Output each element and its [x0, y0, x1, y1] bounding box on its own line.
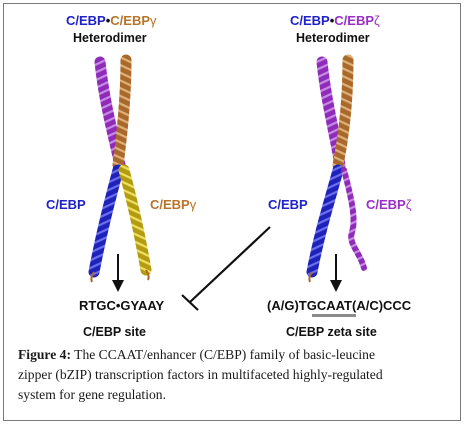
right-title-dot: • — [329, 13, 335, 28]
figure-label: Figure 4: — [18, 347, 71, 362]
right-subtitle: Heterodimer — [296, 31, 370, 45]
right-binding-arrow — [330, 254, 342, 292]
right-site-label: C/EBP zeta site — [286, 325, 377, 339]
left-title-protein-b: C/EBP — [110, 13, 151, 28]
left-title: C/EBP•C/EBPγ — [66, 13, 157, 28]
left-binding-arrow — [112, 254, 124, 292]
inhibition-line — [181, 226, 271, 311]
right-label-zeta: ζ — [405, 197, 412, 212]
figure-frame — [3, 3, 461, 421]
caption-line-2: zipper (bZIP) transcription factors in m… — [18, 367, 383, 382]
right-label-cebp: C/EBP — [268, 197, 308, 212]
left-label-cebp-gamma: C/EBPγ — [150, 197, 196, 212]
left-heterodimer-model — [88, 54, 152, 283]
left-subtitle: Heterodimer — [73, 31, 147, 45]
caption-line-1-text: The CCAAT/enhancer (C/EBP) family of bas… — [70, 347, 375, 362]
figure-caption: Figure 4: The CCAAT/enhancer (C/EBP) fam… — [18, 345, 450, 405]
right-sequence-suffix: (A/C)CCC — [351, 298, 412, 313]
left-label-gamma: γ — [189, 197, 197, 212]
caption-line-1: Figure 4: The CCAAT/enhancer (C/EBP) fam… — [18, 345, 450, 365]
right-sequence: (A/G)TGCAAT(A/C)CCC — [267, 298, 411, 313]
right-title-greek: ζ — [374, 13, 380, 28]
left-sequence: RTGC•GYAAY — [79, 298, 165, 313]
left-label-cebp-gamma-text: C/EBP — [150, 197, 190, 212]
right-title: C/EBP•C/EBPζ — [290, 13, 380, 28]
core-motif-underline — [312, 314, 356, 317]
right-title-protein-b: C/EBP — [334, 13, 375, 28]
right-heterodimer-model — [306, 54, 367, 283]
left-label-cebp: C/EBP — [46, 197, 86, 212]
left-site-label: C/EBP site — [83, 325, 146, 339]
right-label-cebp-zeta-text: C/EBP — [366, 197, 406, 212]
right-sequence-prefix: (A/G)T — [267, 298, 307, 313]
right-label-cebp-zeta: C/EBPζ — [366, 197, 411, 212]
left-title-protein-a: C/EBP — [66, 13, 106, 28]
left-title-greek: γ — [150, 13, 157, 28]
right-title-protein-a: C/EBP — [290, 13, 330, 28]
left-title-dot: • — [105, 13, 111, 28]
right-sequence-core: GCAAT — [306, 298, 352, 313]
caption-line-3: system for gene regulation. — [18, 387, 166, 402]
